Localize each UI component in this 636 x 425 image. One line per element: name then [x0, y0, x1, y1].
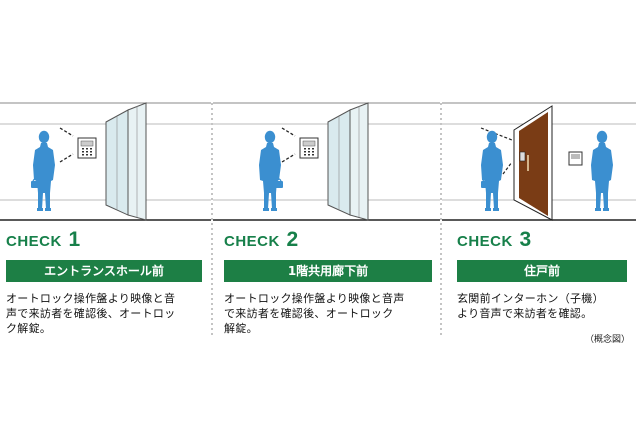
- scene-corridor: [213, 102, 440, 221]
- check-title: CHECK 1: [6, 228, 202, 252]
- scene-entrance: [0, 102, 211, 221]
- check-description: オートロック操作盤より映像と音 声で来訪者を確認後、オートロッ ク解錠。: [6, 292, 176, 335]
- check-description: オートロック操作盤より映像と音声 で来訪者を確認後、オートロック 解錠。: [224, 292, 405, 335]
- check-title: CHECK 2: [224, 228, 432, 252]
- location-label: エントランスホール前: [6, 260, 202, 282]
- check-number: 2: [286, 228, 299, 251]
- check-word: CHECK: [6, 233, 62, 250]
- check-description: 玄関前インターホン（子機） より音声で来訪者を確認。: [457, 292, 604, 320]
- check-panel-2: CHECK 2 1階共用廊下前 オートロック操作盤より映像と音声 で来訪者を確認…: [224, 228, 432, 336]
- check-number: 3: [519, 228, 532, 251]
- check-word: CHECK: [224, 233, 280, 250]
- check-title: CHECK 3: [457, 228, 627, 252]
- location-label: 1階共用廊下前: [224, 260, 432, 282]
- concept-note: （概念図）: [584, 335, 630, 345]
- check-number: 1: [68, 228, 81, 251]
- location-label: 住戸前: [457, 260, 627, 282]
- scene-unit-door: [442, 102, 636, 221]
- check-panel-3: CHECK 3 住戸前 玄関前インターホン（子機） より音声で来訪者を確認。: [457, 228, 627, 321]
- check-word: CHECK: [457, 233, 513, 250]
- check-panel-1: CHECK 1 エントランスホール前 オートロック操作盤より映像と音 声で来訪者…: [6, 228, 202, 336]
